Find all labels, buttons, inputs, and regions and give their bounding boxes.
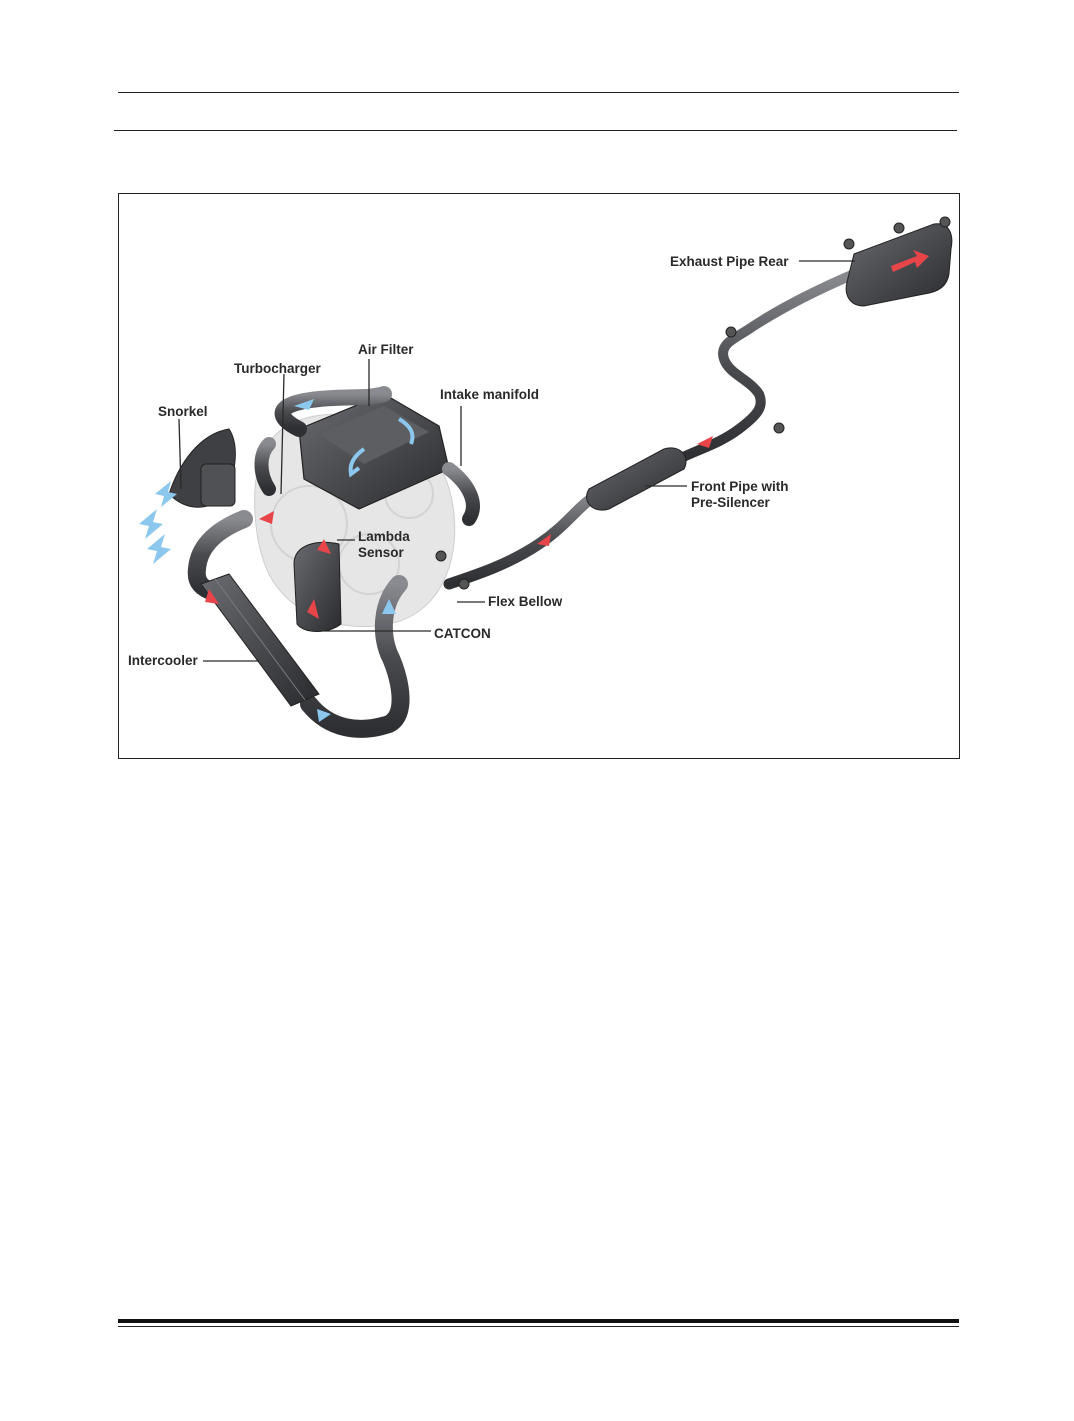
label-intercooler: Intercooler [128,653,199,668]
label-front-pipe-line2: Pre-Silencer [691,495,771,510]
exhaust-system-illustration: Exhaust Pipe Rear Air Filter Turbocharge… [128,216,953,738]
cold-air-flow-arrows [139,399,415,722]
label-leaders [178,260,855,662]
catcon [293,541,342,632]
pipe-hangers [435,326,785,590]
header-rule-bottom [114,130,957,131]
label-intake-manifold: Intake manifold [440,387,539,402]
intake-piping [254,386,480,526]
exhaust-pipe [443,269,859,590]
header-rule-top [118,92,959,93]
label-flex-bellow: Flex Bellow [488,594,563,609]
label-lambda-line2: Sensor [358,545,405,560]
intercooler [200,573,320,707]
label-air-filter: Air Filter [358,342,414,357]
exhaust-system-figure: Exhaust Pipe Rear Air Filter Turbocharge… [118,193,960,759]
snorkel [168,428,236,508]
hot-exhaust-flow-arrows [205,250,929,619]
footer-rule-thick [118,1319,959,1323]
pre-silencer [586,447,687,511]
label-lambda-line1: Lambda [358,529,410,544]
label-snorkel: Snorkel [158,404,208,419]
footer-rule-thin [118,1326,959,1327]
label-turbocharger: Turbocharger [234,361,322,376]
label-front-pipe-line1: Front Pipe with [691,479,789,494]
label-catcon: CATCON [434,626,491,641]
rear-silencer [843,216,953,307]
label-exhaust-pipe-rear: Exhaust Pipe Rear [670,254,789,269]
